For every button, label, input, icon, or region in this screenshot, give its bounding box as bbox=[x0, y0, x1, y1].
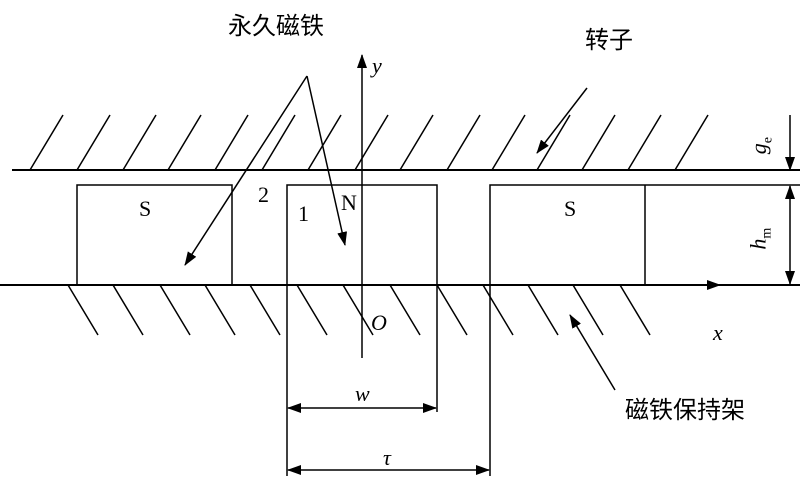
hatch-line bbox=[342, 284, 374, 336]
pointer-rotor bbox=[536, 87, 588, 154]
hatch-line bbox=[76, 114, 111, 171]
rotor-hatching bbox=[29, 114, 709, 171]
hatch-line bbox=[249, 284, 281, 336]
label-point-1: 1 bbox=[298, 201, 309, 226]
hatch-line bbox=[627, 114, 662, 171]
label-y: y bbox=[372, 53, 382, 78]
magnet-s-right bbox=[489, 184, 800, 285]
label-rotor: 转子 bbox=[585, 26, 633, 54]
label-x: x bbox=[713, 320, 723, 345]
hatch-line bbox=[581, 114, 616, 171]
hatch-line bbox=[112, 284, 144, 336]
hatch-line bbox=[674, 114, 709, 171]
hatch-line bbox=[389, 284, 421, 336]
pointer-magnet-left bbox=[184, 75, 308, 266]
label-pole-s-right: S bbox=[564, 196, 577, 221]
hatch-line bbox=[491, 114, 526, 171]
hatch-line bbox=[527, 284, 559, 336]
hatch-line bbox=[307, 114, 342, 171]
hatch-line bbox=[436, 284, 468, 336]
label-tau: τ bbox=[383, 445, 391, 470]
label-origin: O bbox=[371, 310, 387, 335]
hatch-line bbox=[67, 284, 99, 336]
label-pole-s-left: S bbox=[139, 196, 152, 221]
hatch-line bbox=[446, 114, 481, 171]
hatch-line bbox=[536, 114, 571, 171]
pointer-holder bbox=[569, 314, 616, 391]
hatch-line bbox=[296, 284, 328, 336]
hatch-line bbox=[261, 114, 296, 171]
hatch-line bbox=[482, 284, 514, 336]
label-w: w bbox=[355, 381, 370, 406]
holder-hatching bbox=[67, 284, 651, 336]
hatch-line bbox=[354, 114, 389, 171]
hatch-line bbox=[399, 114, 434, 171]
label-magnet-holder: 磁铁保持架 bbox=[625, 396, 745, 424]
label-point-2: 2 bbox=[258, 182, 269, 207]
label-permanent-magnet: 永久磁铁 bbox=[228, 12, 324, 40]
label-pole-n: N bbox=[341, 190, 357, 215]
hatch-line bbox=[29, 114, 64, 171]
hatch-line bbox=[204, 284, 236, 336]
hatch-line bbox=[572, 284, 604, 336]
pointer-magnet-n bbox=[306, 75, 348, 246]
magnet-s-left bbox=[76, 184, 233, 286]
label-ge: ge bbox=[745, 137, 776, 155]
hatch-line bbox=[159, 284, 191, 336]
label-hm: hm bbox=[745, 227, 775, 250]
hatch-line bbox=[619, 284, 651, 336]
hatch-line bbox=[122, 114, 157, 171]
hatch-line bbox=[214, 114, 249, 171]
hatch-line bbox=[167, 114, 202, 171]
